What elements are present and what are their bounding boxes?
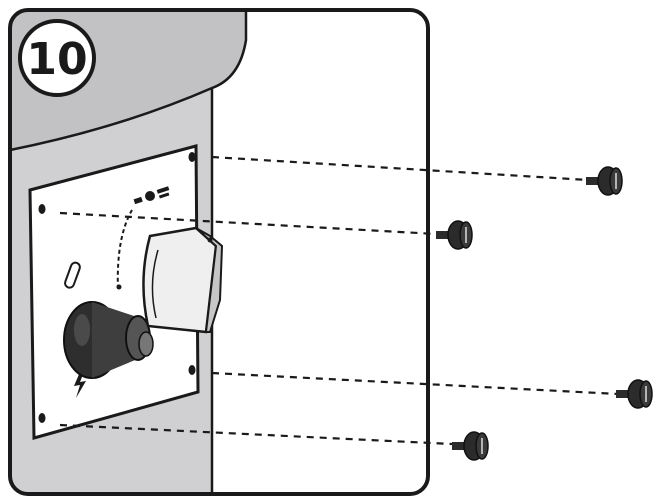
step-number-badge: 10 [18,19,96,97]
screw-icon [436,220,473,250]
screws [436,166,653,461]
step-number: 10 [26,34,87,85]
plate-hole-top-right [188,152,196,162]
plate-hole-bottom-right [188,365,196,375]
plate-hole-bottom-left [38,413,46,423]
rotary-switch-knob [142,226,224,334]
paperclip-symbol-icon [64,261,81,289]
guide-line-2 [59,211,437,236]
push-button [63,301,154,379]
switch-arc-dashed [116,209,133,291]
guide-line-4 [59,423,453,446]
screw-icon [616,379,653,409]
screw-icon [452,431,489,461]
screw-icon [586,166,623,196]
screw-guide-lines [59,155,619,446]
guide-line-3 [211,371,619,396]
lightning-symbol-icon [74,372,86,398]
guide-line-1 [211,155,589,182]
plate-hole-top-left [38,204,46,214]
speed-symbol-icon [133,186,170,205]
